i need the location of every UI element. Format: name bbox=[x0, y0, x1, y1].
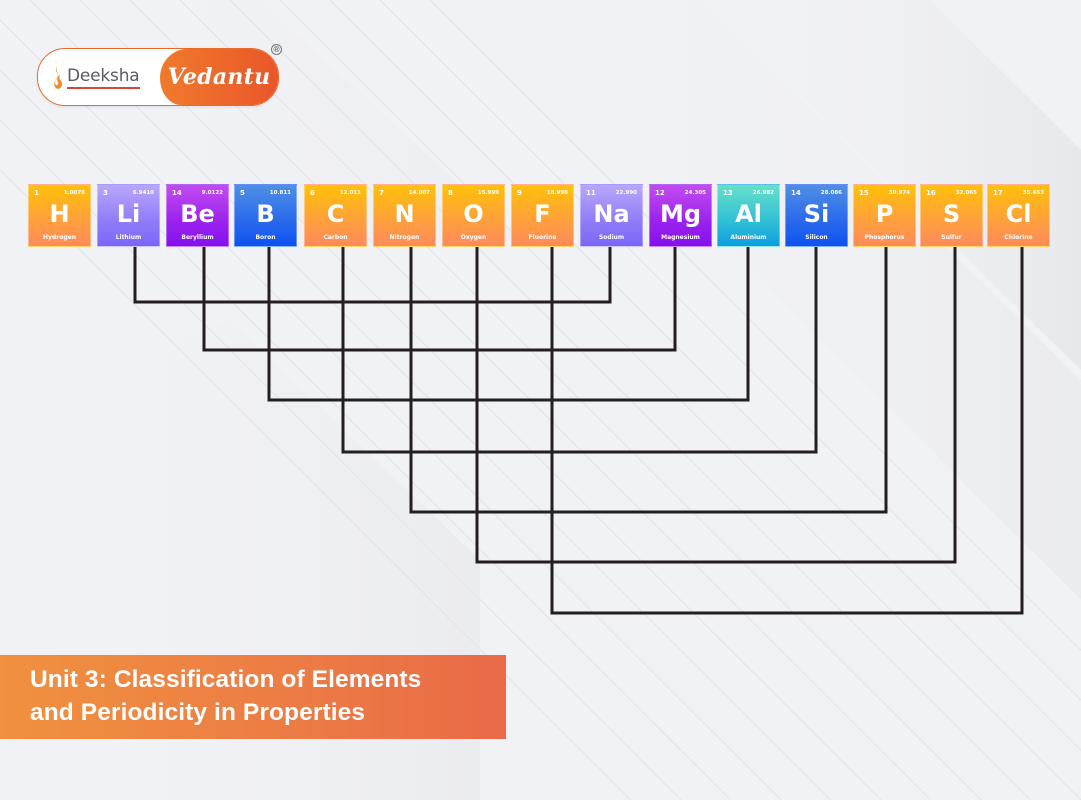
logo-deeksha-text: Deeksha bbox=[67, 66, 140, 89]
atomic-number: 7 bbox=[379, 189, 384, 197]
element-symbol: B bbox=[256, 200, 275, 228]
element-tile-nitrogen: 7 14.007 N Nitrogen bbox=[373, 184, 436, 247]
atomic-mass: 30.974 bbox=[888, 190, 910, 196]
element-tile-silicon: 14 28.086 Si Silicon bbox=[785, 184, 848, 247]
element-name: Oxygen bbox=[460, 234, 487, 241]
element-symbol: N bbox=[394, 200, 415, 228]
atomic-mass: 24.305 bbox=[684, 190, 706, 196]
atomic-mass: 6.9410 bbox=[132, 190, 154, 196]
element-tile-oxygen: 8 15.999 O Oxygen bbox=[442, 184, 505, 247]
atomic-mass: 14.007 bbox=[408, 190, 430, 196]
title-line-2: and Periodicity in Properties bbox=[30, 699, 366, 726]
atomic-number: 13 bbox=[723, 189, 733, 197]
atomic-mass: 26.982 bbox=[752, 190, 774, 196]
element-symbol: S bbox=[942, 200, 961, 228]
title-line-1: Unit 3: Classification of Elements bbox=[30, 666, 422, 693]
atomic-mass: 15.999 bbox=[477, 190, 499, 196]
title-banner: Unit 3: Classification of Elements and P… bbox=[0, 655, 506, 739]
element-symbol: P bbox=[875, 200, 894, 228]
connector-be-mg bbox=[202, 247, 677, 352]
element-name: Boron bbox=[255, 234, 276, 241]
element-tile-phosphorus: 15 30.974 P Phosphorus bbox=[853, 184, 916, 247]
element-name: Sodium bbox=[598, 234, 625, 241]
atomic-number: 8 bbox=[448, 189, 453, 197]
connector-n-p bbox=[409, 247, 888, 514]
atomic-mass: 35.453 bbox=[1022, 190, 1044, 196]
element-tile-sulfur: 16 32.065 S Sulfur bbox=[920, 184, 983, 247]
element-symbol: H bbox=[49, 200, 70, 228]
atomic-mass: 32.065 bbox=[955, 190, 977, 196]
atomic-number: 14 bbox=[791, 189, 801, 197]
atomic-number: 14 bbox=[172, 189, 182, 197]
flame-icon bbox=[54, 65, 62, 89]
element-tile-boron: 5 10.811 B Boron bbox=[234, 184, 297, 247]
element-symbol: Al bbox=[735, 200, 762, 228]
element-symbol: Mg bbox=[659, 200, 702, 228]
element-symbol: F bbox=[534, 200, 551, 228]
element-tile-carbon: 6 12.011 C Carbon bbox=[304, 184, 367, 247]
atomic-mass: 28.086 bbox=[820, 190, 842, 196]
atomic-mass: 10.811 bbox=[269, 190, 291, 196]
element-tile-lithium: 3 6.9410 Li Lithium bbox=[97, 184, 160, 247]
element-name: Magnesium bbox=[661, 234, 700, 241]
element-tile-aluminium: 13 26.982 Al Aluminium bbox=[717, 184, 780, 247]
element-tile-beryllium: 14 9.0122 Be Beryllium bbox=[166, 184, 229, 247]
element-symbol: Li bbox=[116, 200, 141, 228]
deeksha-vedantu-logo[interactable]: Deeksha Vedantu bbox=[37, 48, 279, 106]
element-tile-hydrogen: 1 1.0078 H Hydrogen bbox=[28, 184, 91, 247]
element-symbol: Na bbox=[593, 200, 630, 228]
atomic-number: 12 bbox=[655, 189, 665, 197]
element-name: Carbon bbox=[323, 234, 348, 241]
atomic-mass: 18.998 bbox=[546, 190, 568, 196]
atomic-number: 17 bbox=[993, 189, 1003, 197]
element-symbol: Be bbox=[180, 200, 215, 228]
registered-trademark-icon: ® bbox=[271, 44, 282, 55]
element-symbol: Cl bbox=[1005, 200, 1032, 228]
logo-deeksha-part: Deeksha bbox=[38, 49, 163, 105]
element-name: Lithium bbox=[115, 234, 142, 241]
element-name: Hydrogen bbox=[43, 234, 76, 241]
element-name: Aluminium bbox=[730, 234, 767, 241]
logo-vedantu-part: Vedantu bbox=[160, 49, 278, 105]
atomic-number: 3 bbox=[103, 189, 108, 197]
logo-vedantu-text: Vedantu bbox=[167, 64, 271, 90]
atomic-mass: 9.0122 bbox=[201, 190, 223, 196]
atomic-number: 5 bbox=[240, 189, 245, 197]
connector-o-s bbox=[475, 247, 957, 564]
element-tile-sodium: 11 22.990 Na Sodium bbox=[580, 184, 643, 247]
element-name: Chlorine bbox=[1004, 234, 1033, 241]
connector-f-cl bbox=[550, 247, 1024, 615]
element-tile-chlorine: 17 35.453 Cl Chlorine bbox=[987, 184, 1050, 247]
connector-c-si bbox=[341, 247, 818, 454]
atomic-number: 9 bbox=[517, 189, 522, 197]
connector-b-al bbox=[267, 247, 750, 402]
atomic-mass: 12.011 bbox=[339, 190, 361, 196]
atomic-number: 6 bbox=[310, 189, 315, 197]
element-symbol: C bbox=[326, 200, 345, 228]
element-name: Phosphorus bbox=[864, 234, 905, 241]
atomic-mass: 1.0078 bbox=[63, 190, 85, 196]
element-name: Beryllium bbox=[181, 234, 214, 241]
element-name: Fluorine bbox=[528, 234, 557, 241]
atomic-mass: 22.990 bbox=[615, 190, 637, 196]
connector-li-na bbox=[133, 247, 612, 304]
element-name: Silicon bbox=[805, 234, 828, 241]
element-symbol: Si bbox=[803, 200, 830, 228]
atomic-number: 1 bbox=[34, 189, 39, 197]
element-tile-fluorine: 9 18.998 F Fluorine bbox=[511, 184, 574, 247]
atomic-number: 15 bbox=[859, 189, 869, 197]
element-name: Sulfur bbox=[941, 234, 962, 241]
atomic-number: 11 bbox=[586, 189, 596, 197]
element-tile-magnesium: 12 24.305 Mg Magnesium bbox=[649, 184, 712, 247]
atomic-number: 16 bbox=[926, 189, 936, 197]
element-symbol: O bbox=[463, 200, 484, 228]
element-name: Nitrogen bbox=[389, 234, 420, 241]
